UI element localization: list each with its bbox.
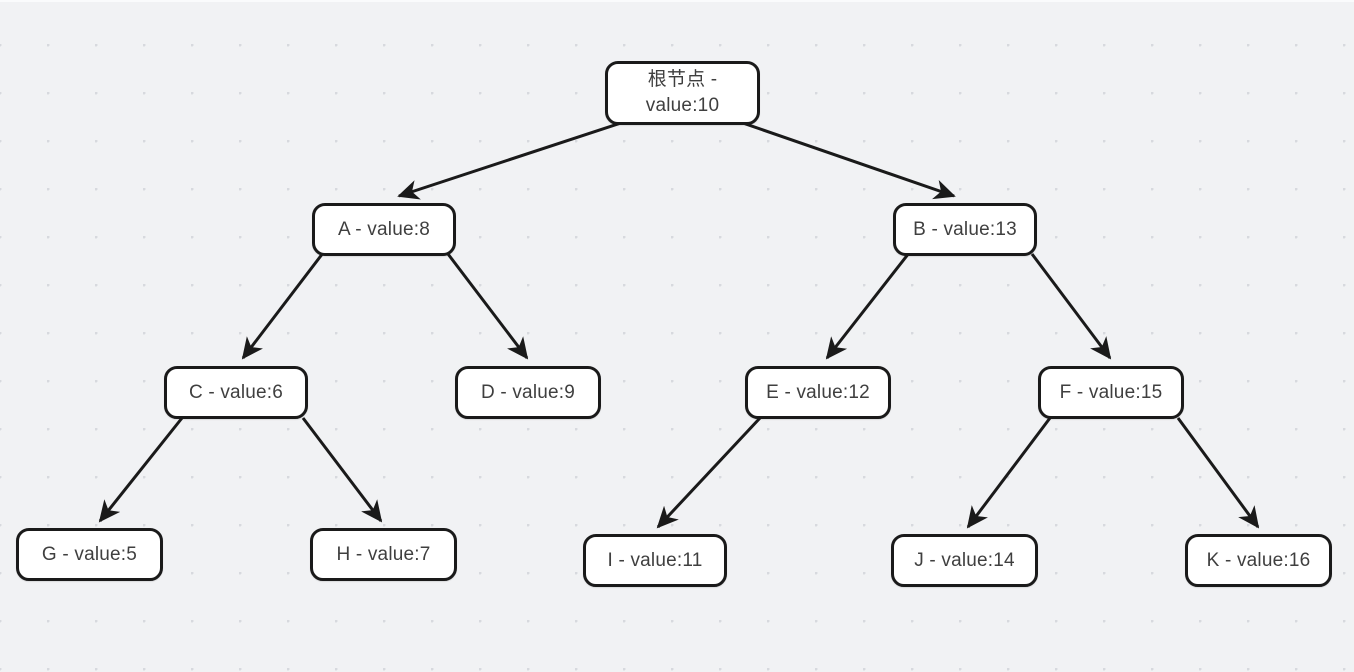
tree-edge-A-to-C[interactable] (241, 252, 325, 360)
tree-edge-B-to-E[interactable] (825, 252, 911, 360)
tree-node-J[interactable]: J - value:14 (891, 534, 1038, 587)
tree-node-label-root: 根节点 - value:10 (645, 69, 720, 116)
tree-node-G[interactable]: G - value:5 (16, 528, 163, 581)
tree-node-label-I: I - value:11 (607, 549, 703, 571)
tree-edge-root-to-B[interactable] (739, 120, 956, 200)
tree-edge-root-to-A[interactable] (397, 118, 631, 200)
tree-node-K[interactable]: K - value:16 (1185, 534, 1332, 587)
tree-node-label-H: H - value:7 (336, 543, 431, 565)
tree-node-A[interactable]: A - value:8 (312, 203, 456, 256)
tree-node-D[interactable]: D - value:9 (455, 366, 601, 419)
tree-node-label-D: D - value:9 (480, 381, 576, 403)
tree-node-H[interactable]: H - value:7 (310, 528, 457, 581)
tree-edge-E-to-I[interactable] (656, 416, 762, 529)
tree-edges (98, 118, 1260, 529)
tree-node-label-C: C - value:6 (188, 381, 284, 403)
tree-edge-C-to-H[interactable] (301, 417, 383, 523)
tree-node-F[interactable]: F - value:15 (1038, 366, 1184, 419)
tree-edge-C-to-G[interactable] (98, 417, 184, 523)
tree-node-label-K: K - value:16 (1206, 549, 1311, 571)
tree-node-B[interactable]: B - value:13 (893, 203, 1037, 256)
tree-edge-F-to-K[interactable] (1176, 417, 1260, 529)
tree-edge-A-to-D[interactable] (446, 253, 529, 360)
tree-edge-B-to-F[interactable] (1030, 253, 1112, 360)
tree-node-root[interactable]: 根节点 - value:10 (605, 61, 760, 125)
tree-edge-F-to-J[interactable] (966, 417, 1052, 529)
tree-node-label-F: F - value:15 (1059, 381, 1163, 403)
tree-node-label-G: G - value:5 (41, 543, 138, 565)
tree-node-C[interactable]: C - value:6 (164, 366, 308, 419)
tree-node-label-B: B - value:13 (913, 218, 1017, 240)
tree-node-label-E: E - value:12 (766, 381, 870, 403)
tree-node-I[interactable]: I - value:11 (583, 534, 727, 587)
tree-node-label-J: J - value:14 (914, 549, 1015, 571)
tree-node-label-A: A - value:8 (338, 218, 430, 240)
tree-node-E[interactable]: E - value:12 (745, 366, 891, 419)
